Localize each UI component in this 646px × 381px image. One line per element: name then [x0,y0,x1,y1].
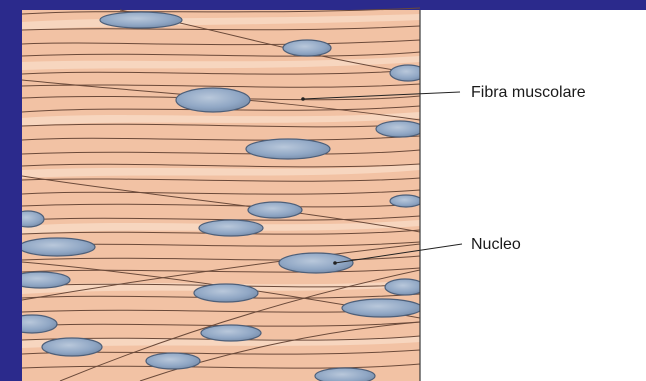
nucleus [146,353,200,369]
nucleus-label: Nucleo [471,236,521,253]
nucleus [390,195,422,207]
nucleus-leader-dot [333,261,337,265]
fiber-label: Fibra muscolare [471,84,586,101]
slide-frame-left [0,0,22,381]
nucleus [176,88,250,112]
nucleus [385,279,425,295]
nucleus [279,253,353,273]
nucleus [283,40,331,56]
nucleus [246,139,330,159]
nucleus [199,220,263,236]
nucleus [248,202,302,218]
nucleus [315,368,375,381]
muscle-tissue-panel [7,8,426,381]
nucleus [100,12,182,28]
nucleus [201,325,261,341]
nucleus [342,299,422,317]
fiber-leader-dot [301,97,305,101]
nucleus [42,338,102,356]
nucleus [376,121,424,137]
nucleus [194,284,258,302]
nucleus [19,238,95,256]
slide-frame-top [0,0,646,10]
